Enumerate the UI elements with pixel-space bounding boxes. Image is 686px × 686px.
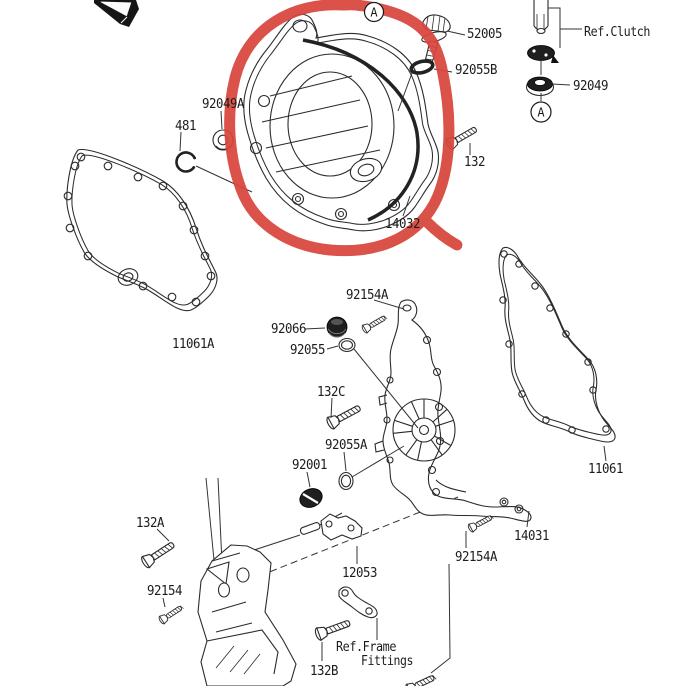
part-label-92049A: 92049A	[202, 96, 244, 112]
bolt-132A	[139, 538, 178, 570]
part-label-11061A: 11061A	[172, 336, 214, 352]
clutch-cover-drawing	[243, 13, 440, 232]
highlight-annotation-ellipse	[224, 0, 463, 257]
part-label-12053: 12053	[342, 565, 377, 581]
part-label-92154: 92154	[147, 583, 182, 599]
sprocket-cover-bracket	[197, 544, 297, 686]
generator-cover-gasket-drawing	[498, 246, 616, 443]
cap-92001	[299, 488, 323, 508]
o-ring-92055A	[338, 471, 354, 491]
part-label-92001: 92001	[292, 457, 327, 473]
view-marker-a-right-label: A	[537, 106, 545, 120]
o-ring-92055B	[409, 59, 435, 75]
pointer-mark	[551, 55, 559, 63]
part-label-92066: 92066	[271, 321, 306, 337]
bolt-bottom-cropped	[404, 671, 438, 686]
part-label-92049: 92049	[573, 78, 608, 94]
snap-ring-481	[175, 151, 197, 173]
bolt-132B	[313, 616, 353, 642]
part-label-132A: 132A	[136, 515, 164, 531]
bolt-92154A-top	[360, 312, 389, 335]
part-label-481: 481	[175, 118, 196, 134]
bolt-92154	[157, 602, 186, 626]
ref-frame-label-line2: Fittings	[361, 653, 413, 669]
part-label-132C: 132C	[317, 384, 345, 400]
view-marker-a-top-label: A	[370, 6, 378, 20]
bracket-ref-frame	[338, 586, 378, 619]
part-label-92055A: 92055A	[325, 437, 367, 453]
part-label-92154A-bottom: 92154A	[455, 549, 497, 565]
cropped-part-top-left	[94, 0, 139, 27]
o-ring-92055	[338, 337, 356, 353]
part-label-11061: 11061	[588, 461, 623, 477]
plug-92066	[326, 316, 348, 338]
leader-lines	[156, 7, 607, 674]
cover-gasket-bead	[302, 38, 420, 222]
part-label-132: 132	[464, 154, 485, 170]
part-label-132B: 132B	[310, 663, 338, 679]
generator-cover-drawing	[374, 299, 532, 522]
part-label-92154A-top: 92154A	[346, 287, 388, 303]
part-label-52005: 52005	[467, 26, 502, 42]
bracket-12053	[320, 513, 363, 541]
part-label-14031: 14031	[514, 528, 549, 544]
clutch-cover-gasket-drawing	[63, 148, 218, 312]
ref-clutch-label: Ref.Clutch	[584, 24, 650, 40]
clutch-pushrod	[533, 0, 549, 35]
seal-clutch-rod	[527, 45, 559, 63]
part-label-14032: 14032	[385, 216, 420, 232]
view-marker-a-right: A	[530, 101, 552, 123]
part-label-92055: 92055	[290, 342, 325, 358]
ref-frame-label-line1: Ref.Frame	[336, 639, 396, 655]
oil-seal-92049	[525, 76, 555, 97]
part-label-92055B: 92055B	[455, 62, 497, 78]
view-marker-a-top: A	[363, 1, 385, 23]
